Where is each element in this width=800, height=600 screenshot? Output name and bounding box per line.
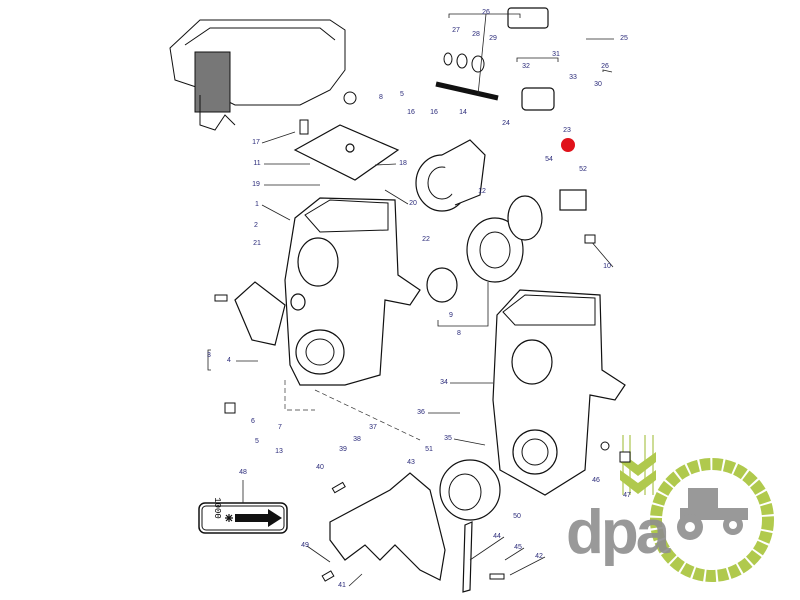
callout-44: 44 — [493, 533, 501, 540]
gear-housing-left — [284, 197, 421, 386]
asterisk-icon — [225, 514, 233, 522]
callout-14: 14 — [459, 109, 467, 116]
tractor-icon — [677, 488, 748, 540]
pto-flange — [439, 459, 501, 521]
callout-33: 33 — [569, 74, 577, 81]
callout-18: 18 — [399, 160, 407, 167]
callout-24: 24 — [502, 120, 510, 127]
callout-26: 26 — [482, 9, 490, 16]
callout-17: 17 — [252, 139, 260, 146]
callout-7: 7 — [278, 424, 282, 431]
callout-22: 22 — [422, 236, 430, 243]
flange — [234, 281, 286, 346]
callout-41: 41 — [338, 582, 346, 589]
callout-46: 46 — [592, 477, 600, 484]
callout-47: 47 — [623, 492, 631, 499]
callout-5: 5 — [400, 91, 404, 98]
bushing — [426, 267, 458, 303]
callout-38: 38 — [353, 436, 361, 443]
callout-49: 49 — [301, 542, 309, 549]
callout-6: 6 — [251, 418, 255, 425]
highlight-marker — [561, 138, 575, 152]
connector — [559, 189, 587, 211]
pto-guard — [329, 472, 446, 581]
callout-30: 30 — [594, 81, 602, 88]
coil — [521, 87, 555, 111]
callout-42: 42 — [535, 553, 543, 560]
valve-body — [415, 139, 486, 212]
callout-43: 43 — [407, 459, 415, 466]
callout-19: 19 — [252, 181, 260, 188]
callout-4: 4 — [227, 357, 231, 364]
callout-16: 16 — [407, 109, 415, 116]
callout-35: 35 — [444, 435, 452, 442]
callout-13: 13 — [275, 448, 283, 455]
decal-text: 1000 — [211, 497, 222, 519]
callout-32: 32 — [522, 63, 530, 70]
seal — [507, 195, 543, 241]
callout-48: 48 — [239, 469, 247, 476]
callout-21: 21 — [253, 240, 261, 247]
callout-11: 11 — [253, 160, 261, 167]
callout-51: 51 — [425, 446, 433, 453]
callout-23: 23 — [563, 127, 571, 134]
strap — [462, 521, 473, 593]
callout-54: 54 — [545, 156, 553, 163]
callout-20: 20 — [409, 200, 417, 207]
callout-8: 8 — [457, 330, 461, 337]
arrow-icon — [235, 509, 282, 527]
gear-housing-right — [492, 289, 626, 496]
callout-29: 29 — [489, 35, 497, 42]
callout-27: 27 — [452, 27, 460, 34]
callout-26: 26 — [601, 63, 609, 70]
tractor-frame-thumbnail — [169, 19, 346, 131]
callout-50: 50 — [513, 513, 521, 520]
callout-39: 39 — [339, 446, 347, 453]
callout-2: 2 — [254, 222, 258, 229]
solenoid-valve — [507, 7, 549, 29]
bearing-carrier — [466, 217, 524, 283]
callout-45: 45 — [514, 544, 522, 551]
callout-36: 36 — [417, 409, 425, 416]
callout-16: 16 — [430, 109, 438, 116]
leader-lines — [207, 13, 614, 587]
callout-52: 52 — [579, 166, 587, 173]
callout-10: 10 — [603, 263, 611, 270]
callout-37: 37 — [369, 424, 377, 431]
callout-28: 28 — [472, 31, 480, 38]
callout-5: 5 — [255, 438, 259, 445]
cover-plate — [293, 124, 400, 181]
callout-1: 1 — [255, 201, 259, 208]
callout-3: 3 — [207, 352, 211, 359]
callout-8: 8 — [379, 94, 383, 101]
logo-text: dpa — [566, 498, 670, 567]
callout-25: 25 — [620, 35, 628, 42]
callout-31: 31 — [552, 51, 560, 58]
callout-40: 40 — [316, 464, 324, 471]
callout-34: 34 — [440, 379, 448, 386]
callout-9: 9 — [449, 312, 453, 319]
callout-12: 12 — [478, 188, 486, 195]
